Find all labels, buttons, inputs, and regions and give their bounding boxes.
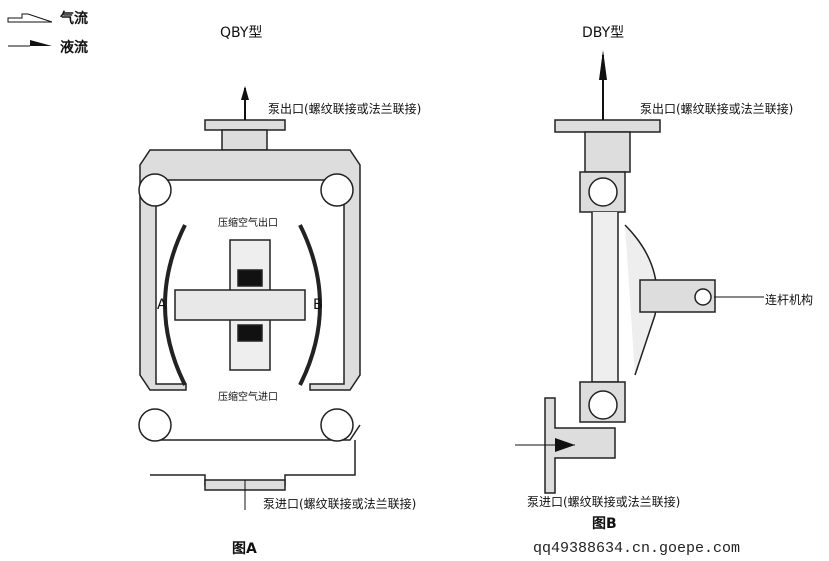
dby-outlet-label: 泵出口(螺纹联接或法兰联接) xyxy=(640,102,794,116)
chamber-b-label: B xyxy=(313,297,323,313)
chamber-a-label: A xyxy=(157,297,167,313)
linkage-label: 连杆机构 xyxy=(765,293,814,307)
figure-a-caption: 图A xyxy=(232,541,257,557)
dby-title: DBY型 xyxy=(582,25,625,41)
figure-b-caption: 图B xyxy=(592,516,617,532)
qby-inlet-label: 泵进口(螺纹联接或法兰联接) xyxy=(263,497,417,511)
air-outlet-label: 压缩空气出口 xyxy=(218,218,278,229)
qby-outlet-label: 泵出口(螺纹联接或法兰联接) xyxy=(268,102,422,116)
qby-pump xyxy=(138,119,361,491)
legend-air-icon xyxy=(7,13,53,23)
dby-pump xyxy=(544,119,716,494)
qby-title: QBY型 xyxy=(220,25,263,41)
dby-inlet-label: 泵进口(螺纹联接或法兰联接) xyxy=(527,495,681,509)
watermark: qq49388634.cn.goepe.com xyxy=(533,540,741,557)
air-inlet-label: 压缩空气进口 xyxy=(218,392,278,403)
legend-liquid-icon xyxy=(8,40,52,47)
legend-liquid-label: 液流 xyxy=(60,40,88,56)
legend-air-label: 气流 xyxy=(60,11,88,27)
